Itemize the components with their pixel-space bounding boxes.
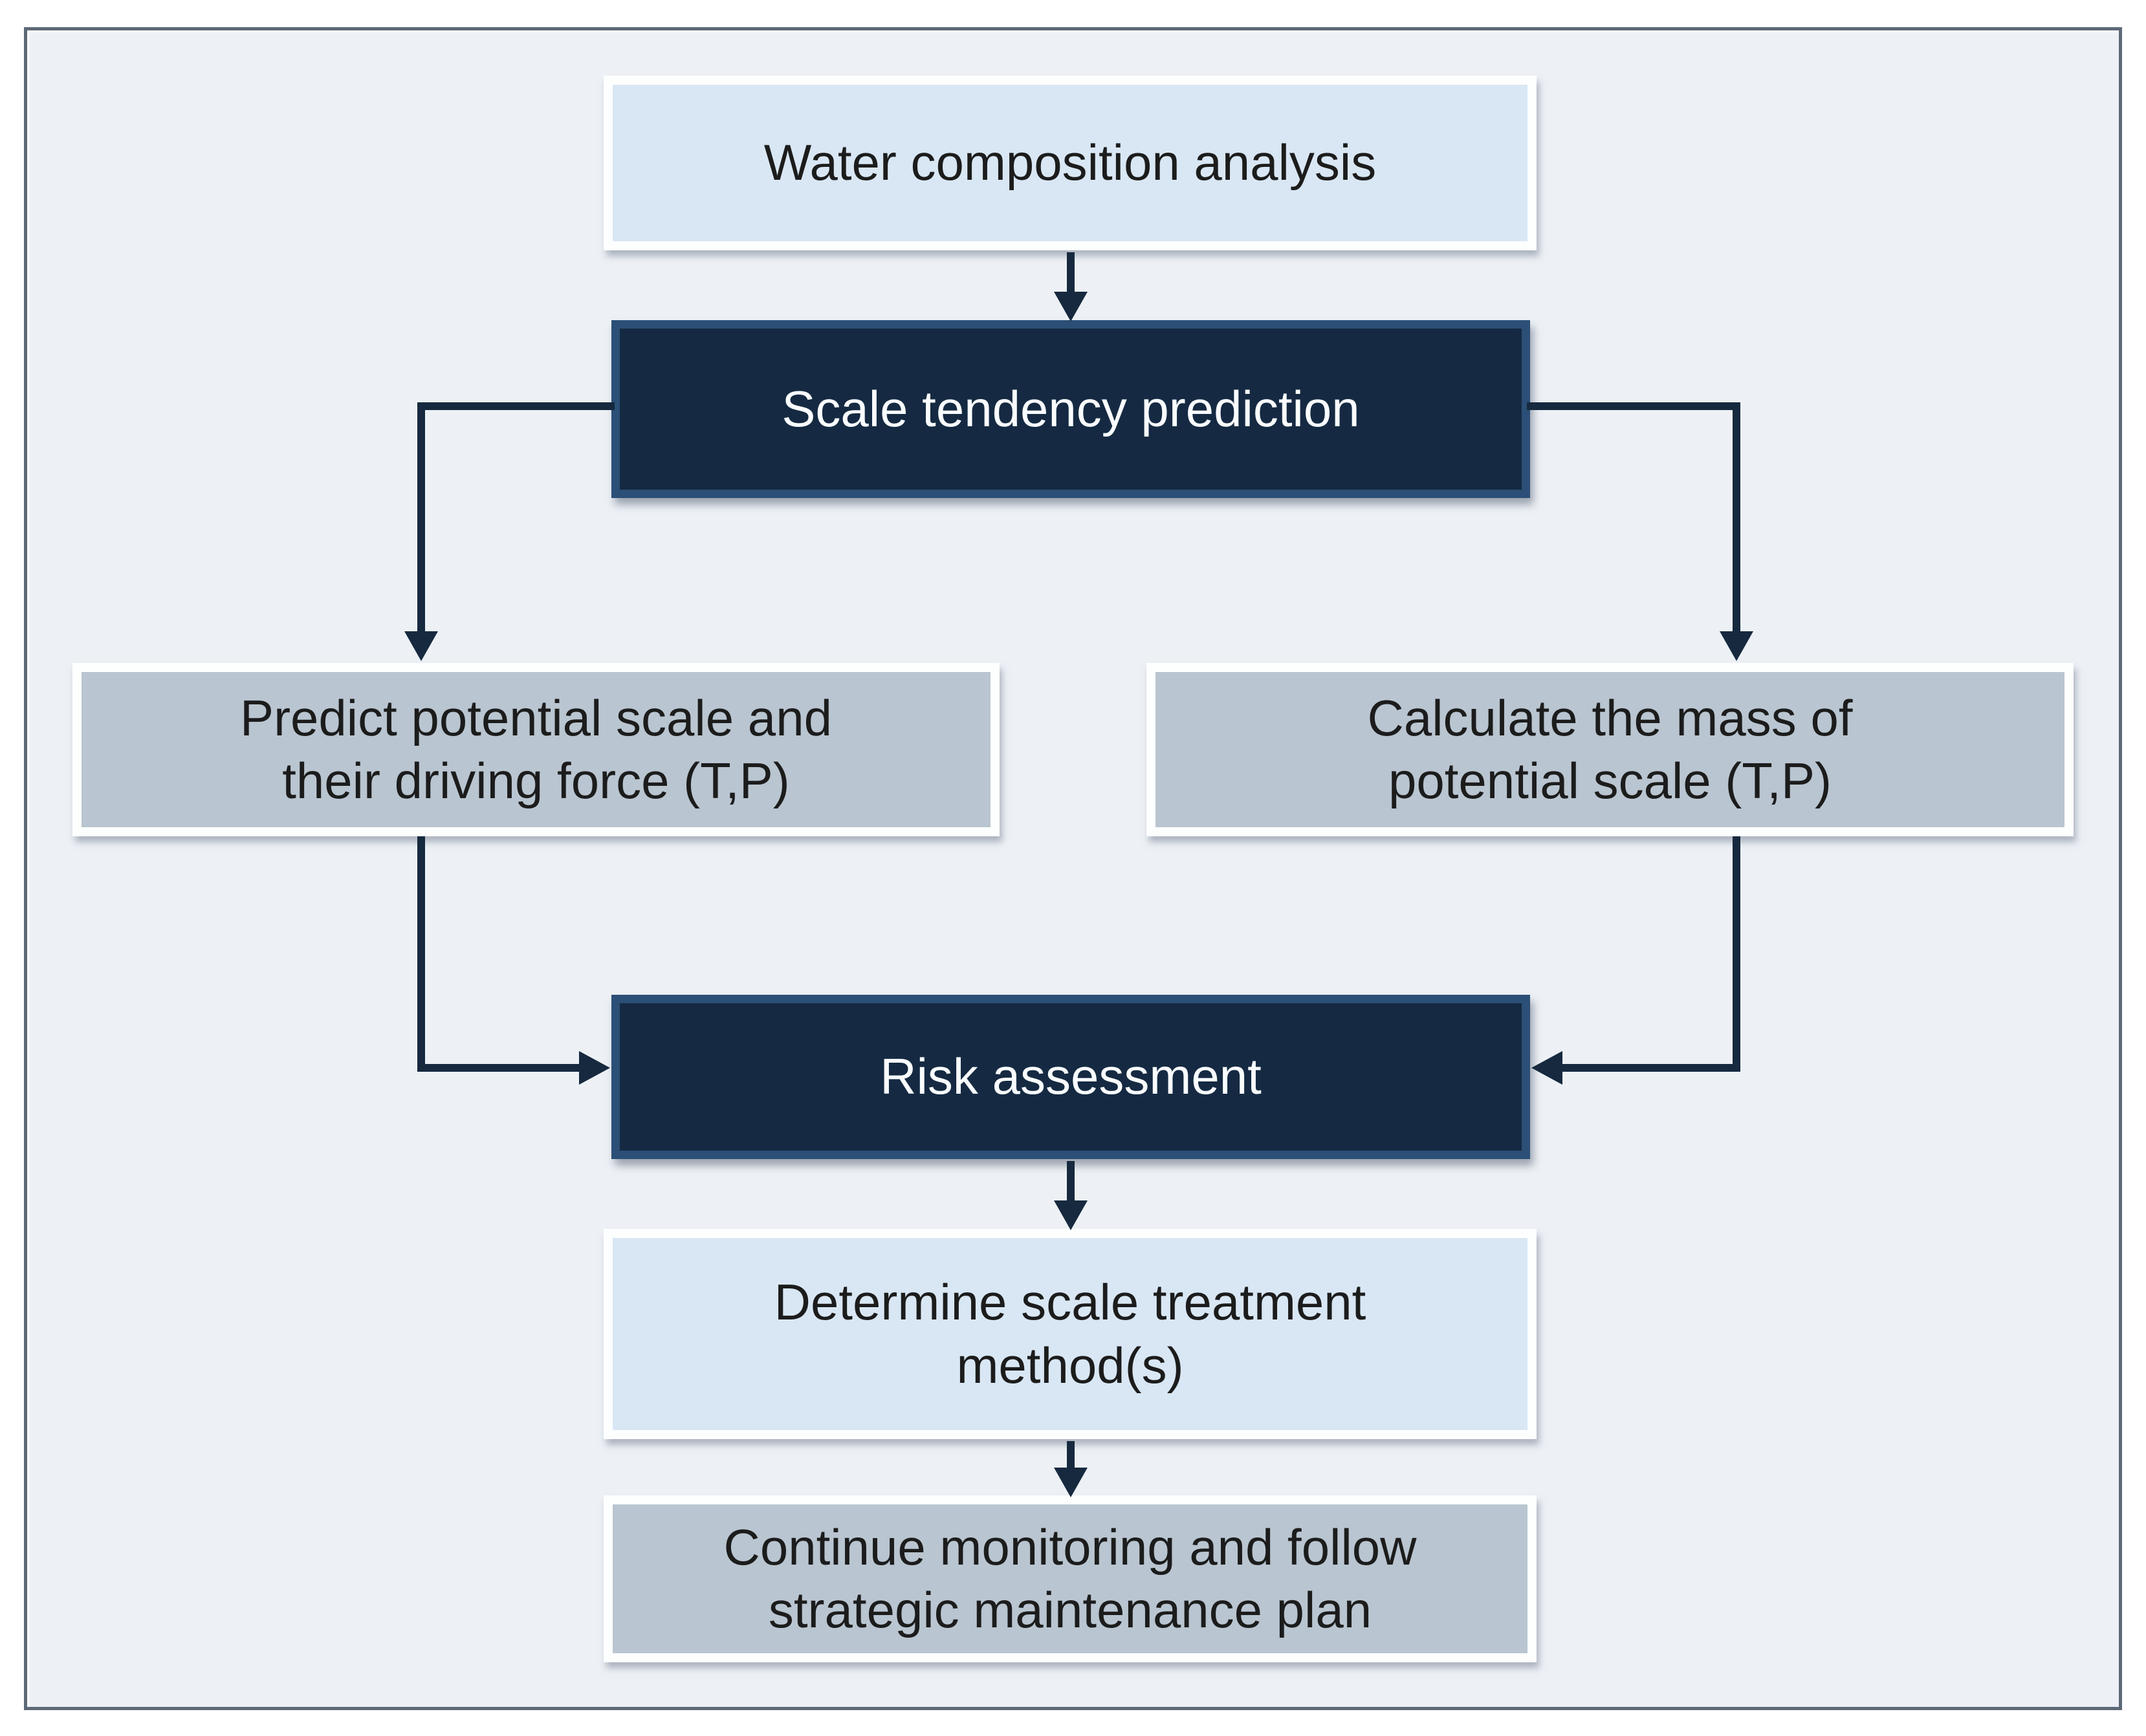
connector-scale-to-calculate-horizontal [1527, 402, 1740, 410]
arrow-calculate-to-risk-head-icon [1531, 1051, 1562, 1085]
connector-predict-to-risk-vertical [417, 836, 425, 1072]
arrow-determine-to-continue-head-icon [1054, 1468, 1088, 1497]
node-risk-assessment: Risk assessment [611, 995, 1530, 1159]
arrow-predict-to-risk-head-icon [579, 1051, 610, 1085]
node-label: Scale tendency prediction [782, 380, 1360, 437]
node-determine-scale-treatment: Determine scale treatment method(s) [604, 1229, 1537, 1439]
arrow-scale-to-predict-head-icon [404, 631, 438, 661]
node-continue-monitoring: Continue monitoring and follow strategic… [604, 1495, 1537, 1662]
arrow-risk-to-determine-shaft [1067, 1161, 1075, 1201]
arrow-water-to-scale-head-icon [1054, 292, 1088, 321]
connector-scale-to-calculate-vertical [1733, 402, 1740, 632]
node-scale-tendency-prediction: Scale tendency prediction [611, 320, 1530, 498]
connector-calculate-to-risk-horizontal [1560, 1064, 1740, 1072]
connector-scale-to-predict-vertical [417, 402, 425, 632]
node-label: Calculate the mass of potential scale (T… [1367, 689, 1853, 810]
node-calculate-mass-potential-scale: Calculate the mass of potential scale (T… [1146, 663, 2074, 836]
node-water-composition-analysis: Water composition analysis [604, 76, 1537, 250]
arrow-scale-to-calculate-head-icon [1720, 631, 1753, 661]
arrow-risk-to-determine-head-icon [1054, 1200, 1088, 1230]
arrow-water-to-scale-shaft [1067, 252, 1075, 292]
node-label: Risk assessment [880, 1048, 1262, 1105]
node-label: Continue monitoring and follow strategic… [723, 1518, 1417, 1639]
node-label: Determine scale treatment method(s) [774, 1274, 1366, 1394]
node-label: Water composition analysis [763, 134, 1377, 191]
node-predict-potential-scale: Predict potential scale and their drivin… [72, 663, 1000, 836]
connector-scale-to-predict-horizontal [417, 402, 615, 410]
arrow-determine-to-continue-shaft [1067, 1441, 1075, 1468]
connector-predict-to-risk-horizontal [417, 1064, 580, 1072]
connector-calculate-to-risk-vertical [1733, 836, 1740, 1072]
node-label: Predict potential scale and their drivin… [240, 689, 832, 810]
